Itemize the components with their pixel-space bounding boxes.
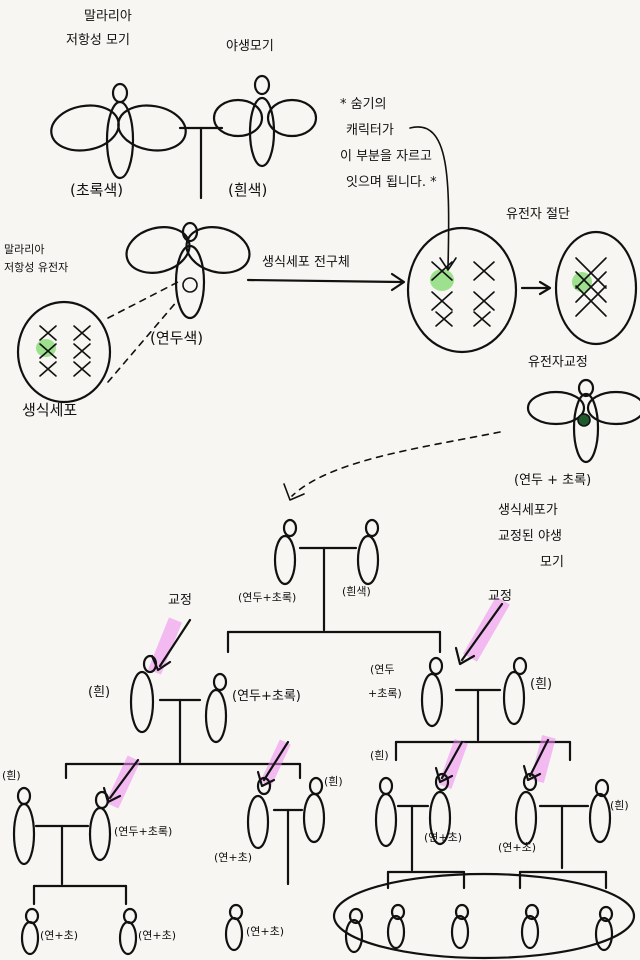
arrow-to-precursor	[246, 272, 406, 292]
gen3-group-d	[514, 738, 612, 870]
fix-left-label: 교정	[168, 593, 192, 608]
gen1-branch	[226, 630, 442, 654]
gen4-result-group	[332, 872, 636, 960]
note-line4: 잇으며 됩니다. *	[346, 175, 437, 190]
highlight-g3d	[530, 734, 556, 784]
arrow-to-cut	[520, 280, 552, 296]
gen2-white-right: (흰)	[530, 677, 553, 692]
offspring-mosquito-icon	[125, 221, 251, 320]
gen2-lg-line2: +초록)	[368, 687, 402, 700]
label-gene-fixed: 유전자교정	[528, 355, 588, 370]
arrow-fix-right	[454, 602, 504, 666]
resistant-mosquito-icon	[50, 82, 187, 180]
g3a-white: (흰)	[2, 769, 21, 782]
label-green: (초록색)	[70, 181, 124, 199]
g3c-white: (흰)	[370, 749, 389, 762]
label-wild-mosquito: 야생모기	[226, 39, 274, 54]
g4-a-label: (연+초)	[40, 929, 79, 942]
gen4-left	[20, 903, 244, 956]
label-germ-cell: 생식세포	[22, 401, 78, 419]
note-pointer-head	[439, 257, 457, 271]
note-line1: * 숨기의	[340, 97, 387, 112]
zoom-line-lower	[107, 299, 179, 383]
gen3-group-a	[12, 758, 140, 906]
label-malaria-line1: 말라리아	[84, 9, 132, 24]
label-gene-cut: 유전자 절단	[506, 207, 570, 222]
gen1-left-label: (연두+초록)	[238, 591, 297, 604]
dashed-return-head	[283, 483, 305, 501]
fixed-mosquito-icon	[526, 378, 640, 464]
gen2-left-pair	[64, 654, 302, 780]
gen3-group-b	[246, 740, 326, 886]
fixed-desc-line2: 교정된 야생	[498, 529, 562, 544]
arrow-fix-left	[150, 618, 192, 672]
dashed-return-curve	[291, 431, 501, 497]
g3a-lg: (연두+초록)	[114, 825, 173, 838]
g4-b-label: (연+초)	[138, 929, 177, 942]
gen1-right-label: (흰색)	[342, 585, 371, 598]
fixed-desc-line1: 생식세포가	[498, 503, 558, 518]
note-pointer-arrow	[409, 126, 450, 269]
gen1-parents	[273, 518, 380, 632]
label-precursor: 생식세포 전구체	[262, 255, 350, 270]
gen2-white-label: (흰)	[88, 685, 111, 700]
note-line2: 캐릭터가	[346, 123, 394, 138]
label-malaria-line2: 저항성 모기	[66, 33, 130, 48]
g3b-short: (연+초)	[214, 851, 253, 864]
label-light-green: (연두색)	[150, 329, 204, 347]
gen3-group-c	[374, 740, 464, 872]
g3d-short: (연+초)	[498, 841, 537, 854]
gene-cut-circle	[554, 230, 638, 346]
g3d-white: (흰)	[610, 799, 629, 812]
g3c-short: (연+초)	[424, 831, 463, 844]
gen2-lg-line1: (연두	[370, 663, 395, 676]
label-gene-line1: 말라리아	[4, 243, 45, 256]
label-white: (흰색)	[228, 181, 268, 199]
g3b-white: (흰)	[324, 775, 343, 788]
cross-symbol-top	[178, 126, 224, 200]
note-line3: 이 부분을 자르고	[340, 149, 432, 164]
germ-cell-circle	[16, 300, 112, 404]
wild-mosquito-icon	[212, 74, 318, 168]
label-fixed-color: (연두 + 초록)	[514, 473, 592, 488]
precursor-circle	[406, 226, 518, 354]
highlight-fix-right	[463, 596, 510, 662]
g4-c-label: (연+초)	[246, 925, 285, 938]
label-gene-line2: 저항성 유전자	[4, 261, 69, 274]
gen2-lg-label: (연두+초록)	[232, 689, 301, 704]
fix-right-label: 교정	[488, 589, 512, 604]
fixed-desc-line3: 모기	[540, 555, 564, 570]
gen4-right-branches	[332, 870, 636, 960]
zoom-line-upper	[107, 281, 179, 319]
